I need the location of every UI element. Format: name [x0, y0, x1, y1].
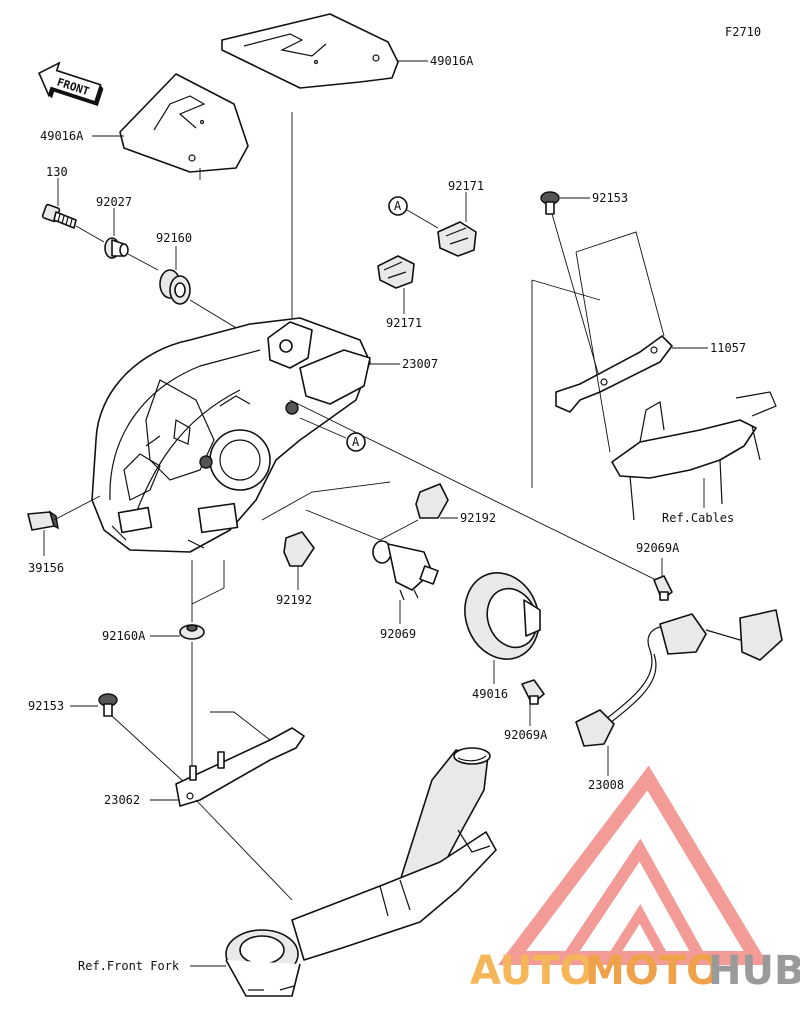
label-92027: 92027 — [96, 195, 132, 209]
gasket-49016a-top — [221, 13, 399, 89]
axis-92069a-top — [289, 399, 657, 581]
harness-23008 — [575, 609, 783, 747]
label-92153-bottom: 92153 — [28, 699, 64, 713]
label-92171-b: 92171 — [386, 316, 422, 330]
label-11057: 11057 — [710, 341, 746, 355]
axis-92027 — [127, 253, 159, 271]
dust-cover-49016 — [464, 572, 541, 660]
label-23007: 23007 — [402, 357, 438, 371]
label-49016: 49016 — [472, 687, 508, 701]
callout-a-housing — [346, 432, 366, 452]
figure-code: F2710 — [725, 25, 761, 39]
bracket-23062 — [175, 727, 305, 807]
label-23062: 23062 — [104, 793, 140, 807]
label-92069a-top: 92069A — [636, 541, 680, 555]
label-92192-left: 92192 — [276, 593, 312, 607]
label-92069a-bottom: 92069A — [504, 728, 548, 742]
watermark-word-moto: MOTO — [585, 948, 720, 994]
cover-92192-right — [415, 483, 449, 519]
leader-callout-a-housing — [299, 417, 347, 439]
label-92192-right: 92192 — [460, 511, 496, 525]
watermark-mark-core-icon — [607, 904, 669, 961]
label-23008: 23008 — [588, 778, 624, 792]
socket-92171-b — [377, 255, 415, 289]
watermark-word-hub: HUB — [708, 948, 800, 994]
cable-bracket — [611, 391, 777, 521]
axis-23062 — [210, 711, 271, 741]
headlight-housing-23007 — [91, 317, 371, 553]
axis-39156 — [53, 495, 101, 521]
leader-callout-a-socket — [406, 209, 439, 229]
label-39156: 39156 — [28, 561, 64, 575]
axis-11057 — [575, 231, 665, 453]
axis-130 — [75, 225, 105, 243]
label-92171-a: 92171 — [448, 179, 484, 193]
axis-92160a — [191, 560, 225, 622]
grommet-92160a — [179, 624, 205, 640]
callout-a-socket — [388, 196, 408, 216]
bulb-92069 — [372, 540, 439, 601]
watermark-logo — [497, 765, 769, 965]
label-ref-cables: Ref.Cables — [662, 511, 734, 525]
cover-92192-left — [283, 531, 315, 567]
axis-92153-bottom — [111, 715, 185, 783]
axis-covers — [261, 481, 419, 541]
label-92160: 92160 — [156, 231, 192, 245]
callout-a-housing-letter: A — [352, 435, 360, 449]
gasket-49016a-left — [119, 73, 249, 173]
label-ref-front-fork: Ref.Front Fork — [78, 959, 180, 973]
pad-39156 — [27, 510, 59, 531]
grommet-92160 — [159, 269, 191, 305]
bulb-92069a-bottom — [521, 679, 545, 705]
axis-bracket-frame — [531, 279, 601, 488]
label-92069: 92069 — [380, 627, 416, 641]
front-arrow-icon: FRONT — [38, 61, 104, 106]
label-92153-top: 92153 — [592, 191, 628, 205]
screw-92153-top — [540, 191, 560, 215]
axis-23062-fork — [195, 799, 293, 901]
bracket-11057 — [555, 335, 673, 413]
collar-92027 — [104, 237, 129, 259]
bulb-92069a-top — [653, 575, 673, 601]
watermark-mark-inner-icon — [563, 838, 706, 962]
label-49016a-top: 49016A — [430, 54, 474, 68]
axis-92153-top — [551, 213, 601, 381]
callout-a-socket-letter: A — [394, 199, 402, 213]
steering-stem — [225, 747, 497, 997]
socket-92171-a — [437, 221, 477, 257]
label-92160a: 92160A — [102, 629, 146, 643]
watermark-word-auto: AUTO — [470, 948, 594, 994]
bolt-130 — [41, 203, 77, 229]
watermark-mark-icon — [497, 765, 769, 965]
screw-92153-bottom — [98, 693, 118, 717]
label-130: 130 — [46, 165, 68, 179]
label-49016a-left: 49016A — [40, 129, 84, 143]
